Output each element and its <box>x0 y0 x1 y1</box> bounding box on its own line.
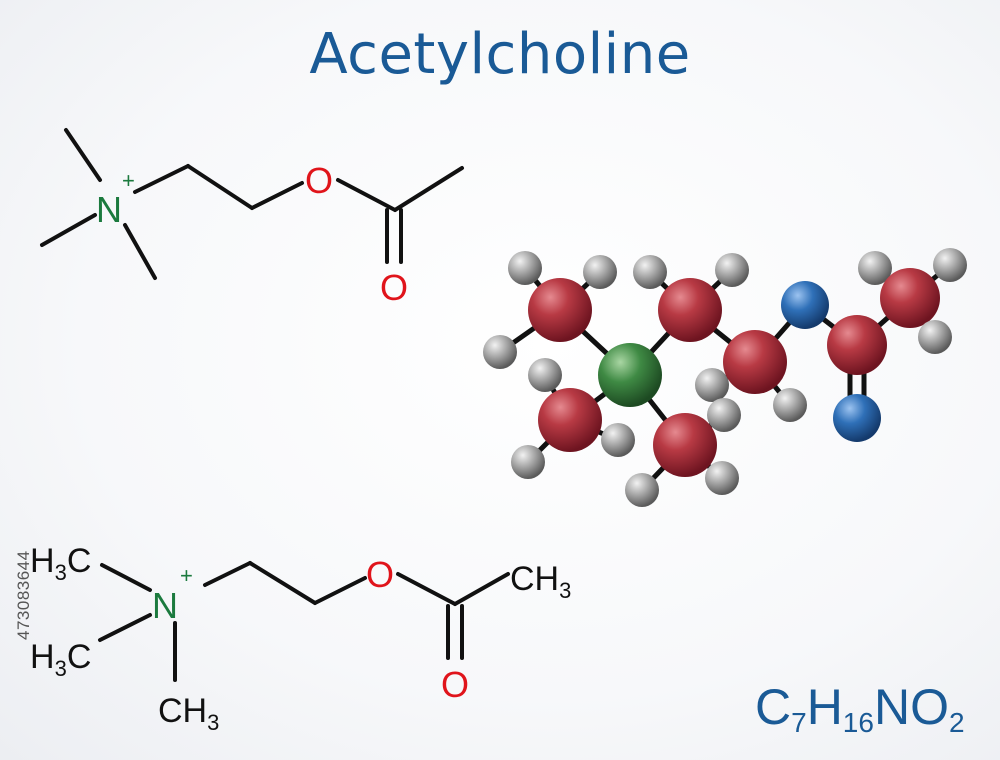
formula-oxygen-count: 2 <box>948 707 965 738</box>
bond-methyl-top <box>64 128 102 182</box>
skeletal-nitrogen: N <box>96 189 122 230</box>
atom-h <box>625 473 659 507</box>
bond-c-ch3 <box>393 166 464 212</box>
condensed-charge: + <box>180 563 193 588</box>
bond-n-ch2 <box>203 561 252 587</box>
atom-oxygen-ester <box>781 281 829 329</box>
bond-methyl-left <box>40 213 97 247</box>
molecular-formula: C7H16NO2 <box>755 678 965 739</box>
sub-3c: 3 <box>207 710 219 735</box>
formula-carbon: C <box>755 679 792 735</box>
skeletal-carbonyl-oxygen: O <box>380 267 408 308</box>
skeletal-charge: + <box>122 168 135 193</box>
bond-methyl-bottom <box>123 223 157 280</box>
atom-carbon-methyl-2 <box>538 388 602 452</box>
formula-hydrogen: H <box>806 679 843 735</box>
sub-3a: 3 <box>55 560 67 585</box>
atom-h <box>508 251 542 285</box>
atom-h <box>511 445 545 479</box>
atom-h <box>773 388 807 422</box>
bond-n-ch2 <box>133 164 190 194</box>
bond-o-c <box>336 178 397 212</box>
atom-carbon-methyl-1 <box>528 278 592 342</box>
formula-hydrogen-count: 16 <box>842 707 874 738</box>
atom-h <box>707 398 741 432</box>
atom-nitrogen <box>598 343 662 407</box>
bond-o-c <box>396 572 457 606</box>
atom-carbon-carbonyl <box>827 315 887 375</box>
condensed-ester-oxygen: O <box>366 554 394 595</box>
atom-h <box>933 248 967 282</box>
title: Acetylcholine <box>309 22 691 87</box>
label-methyl-1: H3C <box>30 542 91 585</box>
atom-h <box>715 253 749 287</box>
atom-carbon-acetyl-methyl <box>880 268 940 328</box>
methyl-c-a: C <box>67 542 92 580</box>
sub-3d: 3 <box>559 578 571 603</box>
atom-h <box>483 335 517 369</box>
atom-carbon-methyl-3 <box>653 413 717 477</box>
formula-oxygen: O <box>910 679 949 735</box>
atom-h <box>633 255 667 289</box>
formula-nitrogen: N <box>873 679 911 735</box>
atom-oxygen-carbonyl <box>833 394 881 442</box>
bond-ch2-ch2 <box>186 164 254 210</box>
condensed-nitrogen: N <box>152 585 178 626</box>
bond-ch2-o <box>250 181 304 210</box>
atom-carbon-ch2-2 <box>723 330 787 394</box>
atom-h <box>858 251 892 285</box>
bond-ch2-o <box>313 576 367 605</box>
bond-h3c-top-n <box>100 563 152 592</box>
formula-carbon-count: 7 <box>791 707 807 738</box>
skeletal-ester-oxygen: O <box>305 160 333 201</box>
methyl-c-b: C <box>67 638 92 676</box>
atom-h <box>705 461 739 495</box>
bond-c-ch3 <box>453 572 510 606</box>
atom-h <box>695 368 729 402</box>
atom-h <box>528 358 562 392</box>
bond-ch2-ch2 <box>248 561 317 605</box>
atom-h <box>583 255 617 289</box>
bond-h3c-left-n <box>98 613 152 642</box>
sub-3b: 3 <box>55 656 67 681</box>
atom-h <box>918 320 952 354</box>
condensed-carbonyl-oxygen: O <box>441 664 469 705</box>
atom-h <box>601 423 635 457</box>
atom-carbon-ch2-1 <box>658 278 722 342</box>
